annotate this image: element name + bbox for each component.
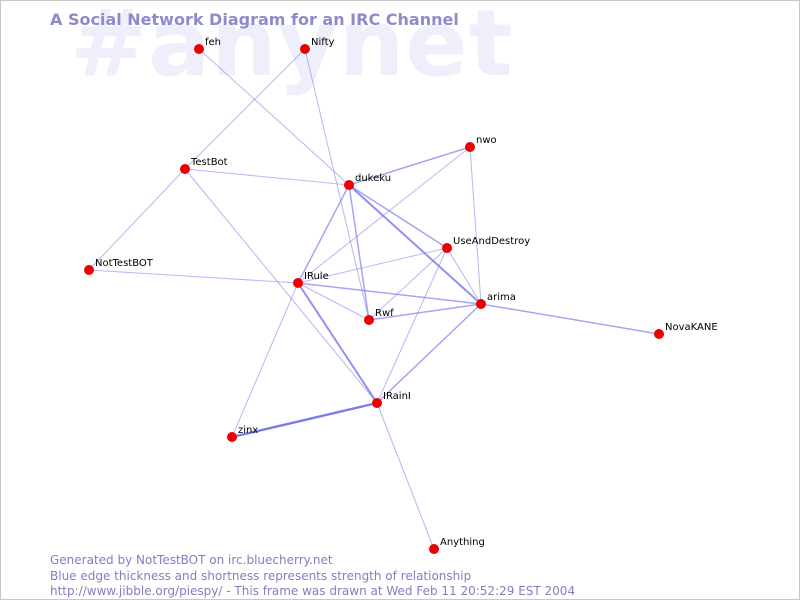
edge-IRule-IRainI <box>297 282 378 404</box>
edge-Nifty-Rwf <box>304 48 370 321</box>
node-arima[interactable]: arima <box>476 292 516 309</box>
channel-watermark: #anynet <box>70 0 514 97</box>
node-label: Anything <box>440 537 485 548</box>
node-label: arima <box>487 292 516 303</box>
node-IRule[interactable]: IRule <box>293 271 329 288</box>
footer-legend: Blue edge thickness and shortness repres… <box>50 569 472 583</box>
node-label: NotTestBOT <box>95 258 154 269</box>
edge-dukeku-nwo <box>348 146 471 186</box>
node-label: Nifty <box>311 37 335 48</box>
node-dot[interactable] <box>227 432 237 442</box>
edge-UseAndDestroy-IRainI <box>376 247 448 404</box>
edge-IRule-Rwf <box>297 282 370 321</box>
node-feh[interactable]: feh <box>194 37 221 54</box>
node-IRainI[interactable]: IRainI <box>372 391 411 408</box>
node-NotTestBOT[interactable]: NotTestBOT <box>84 258 154 275</box>
edge-UseAndDestroy-arima <box>446 247 482 305</box>
edge-TestBot-NotTestBOT <box>88 168 186 271</box>
edge-arima-NovaKANE <box>480 303 660 335</box>
edge-feh-dukeku <box>198 48 350 186</box>
edge-UseAndDestroy-IRule <box>297 247 448 284</box>
node-dot[interactable] <box>654 329 664 339</box>
edge-IRule-zinx <box>231 282 299 438</box>
node-dot[interactable] <box>293 278 303 288</box>
node-label: nwo <box>476 135 497 146</box>
node-TestBot[interactable]: TestBot <box>180 157 228 174</box>
edge-nwo-IRule <box>297 146 471 284</box>
node-dot[interactable] <box>300 44 310 54</box>
node-dot[interactable] <box>465 142 475 152</box>
node-label: dukeku <box>355 173 391 184</box>
edge-IRainI-Anything <box>376 402 435 550</box>
node-label: UseAndDestroy <box>453 236 530 247</box>
node-dukeku[interactable]: dukeku <box>344 173 391 190</box>
edge-arima-IRainI <box>376 303 482 404</box>
node-Anything[interactable]: Anything <box>429 537 485 554</box>
edge-TestBot-IRainI <box>184 168 378 404</box>
node-dot[interactable] <box>180 164 190 174</box>
node-dot[interactable] <box>476 299 486 309</box>
node-label: zinx <box>238 425 258 436</box>
node-dot[interactable] <box>344 180 354 190</box>
edge-IRainI-zinx <box>231 401 378 439</box>
node-dot[interactable] <box>372 398 382 408</box>
node-label: feh <box>205 37 221 48</box>
edge-UseAndDestroy-Rwf <box>368 247 448 321</box>
node-label: IRule <box>304 271 329 282</box>
node-NovaKANE[interactable]: NovaKANE <box>654 322 718 339</box>
diagram-title: A Social Network Diagram for an IRC Chan… <box>50 10 459 29</box>
edge-nwo-arima <box>469 146 482 305</box>
footer-timestamp: http://www.jibble.org/piespy/ - This fra… <box>50 584 576 598</box>
edge-Nifty-TestBot <box>184 48 306 170</box>
node-label: IRainI <box>383 391 411 402</box>
node-dot[interactable] <box>442 243 452 253</box>
edge-arima-Rwf <box>368 303 482 321</box>
edge-dukeku-arima <box>348 184 482 305</box>
footer-generated-by: Generated by NotTestBOT on irc.bluecherr… <box>50 553 333 567</box>
node-zinx[interactable]: zinx <box>227 425 258 442</box>
node-dot[interactable] <box>84 265 94 275</box>
edge-dukeku-UseAndDestroy <box>348 184 448 249</box>
node-Rwf[interactable]: Rwf <box>364 308 394 325</box>
node-label: Rwf <box>375 308 394 319</box>
node-nwo[interactable]: nwo <box>465 135 497 152</box>
edge-TestBot-dukeku <box>184 168 350 186</box>
edge-layer <box>88 48 660 550</box>
edge-dukeku-IRule <box>297 184 350 284</box>
edge-dukeku-Rwf <box>348 184 370 321</box>
node-dot[interactable] <box>364 315 374 325</box>
edge-NotTestBOT-IRule <box>88 269 299 284</box>
node-dot[interactable] <box>429 544 439 554</box>
node-UseAndDestroy[interactable]: UseAndDestroy <box>442 236 530 253</box>
node-Nifty[interactable]: Nifty <box>300 37 335 54</box>
edge-IRule-arima <box>297 282 482 305</box>
node-label: TestBot <box>190 157 228 168</box>
node-label: NovaKANE <box>665 322 718 333</box>
node-dot[interactable] <box>194 44 204 54</box>
